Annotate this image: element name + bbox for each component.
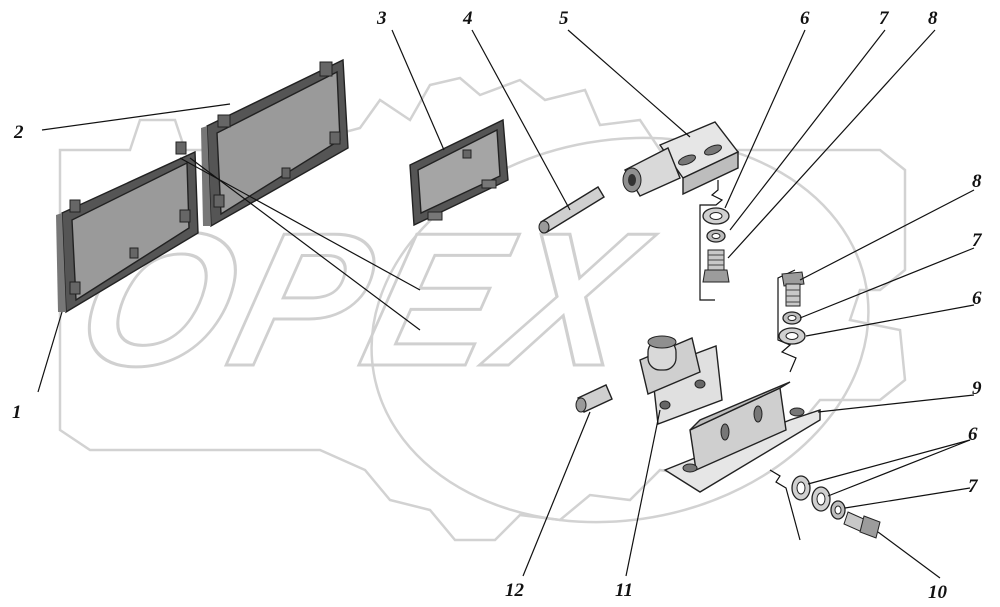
part-11-hinge-leaf [639, 335, 723, 425]
fastener-group-lower [769, 469, 881, 541]
callout-6-right: 6 [972, 288, 982, 309]
callout-4: 4 [462, 8, 473, 29]
part-3-frame [409, 118, 509, 227]
leader-lines [37, 29, 975, 579]
callout-5: 5 [559, 8, 569, 29]
callout-10: 10 [928, 582, 948, 603]
callout-7-lower: 7 [968, 476, 979, 497]
callout-8-right: 8 [972, 171, 982, 192]
callout-7-right: 7 [972, 230, 983, 251]
callout-1: 1 [12, 402, 22, 423]
callout-7-upper: 7 [879, 8, 890, 29]
callout-11: 11 [615, 580, 633, 601]
callout-6-lower: 6 [968, 424, 978, 445]
callout-8-upper: 8 [928, 8, 938, 29]
part-9-bracket [663, 381, 821, 493]
part-5-hinge-leaf [622, 121, 740, 197]
part-4-pin [538, 186, 605, 234]
fastener-group-right [777, 269, 806, 373]
part-1-panel-left [56, 141, 199, 314]
callout-2: 2 [13, 122, 24, 143]
callout-3: 3 [376, 8, 387, 29]
callout-9: 9 [972, 378, 982, 399]
part-2-panel-right [201, 58, 349, 228]
callout-labels: 1 2 3 4 5 6 7 8 8 7 6 9 6 7 10 11 12 [12, 8, 983, 603]
part-12-pin [575, 384, 613, 413]
callout-12: 12 [505, 580, 525, 601]
fastener-group-upper [699, 180, 730, 301]
callout-6-upper: 6 [800, 8, 810, 29]
